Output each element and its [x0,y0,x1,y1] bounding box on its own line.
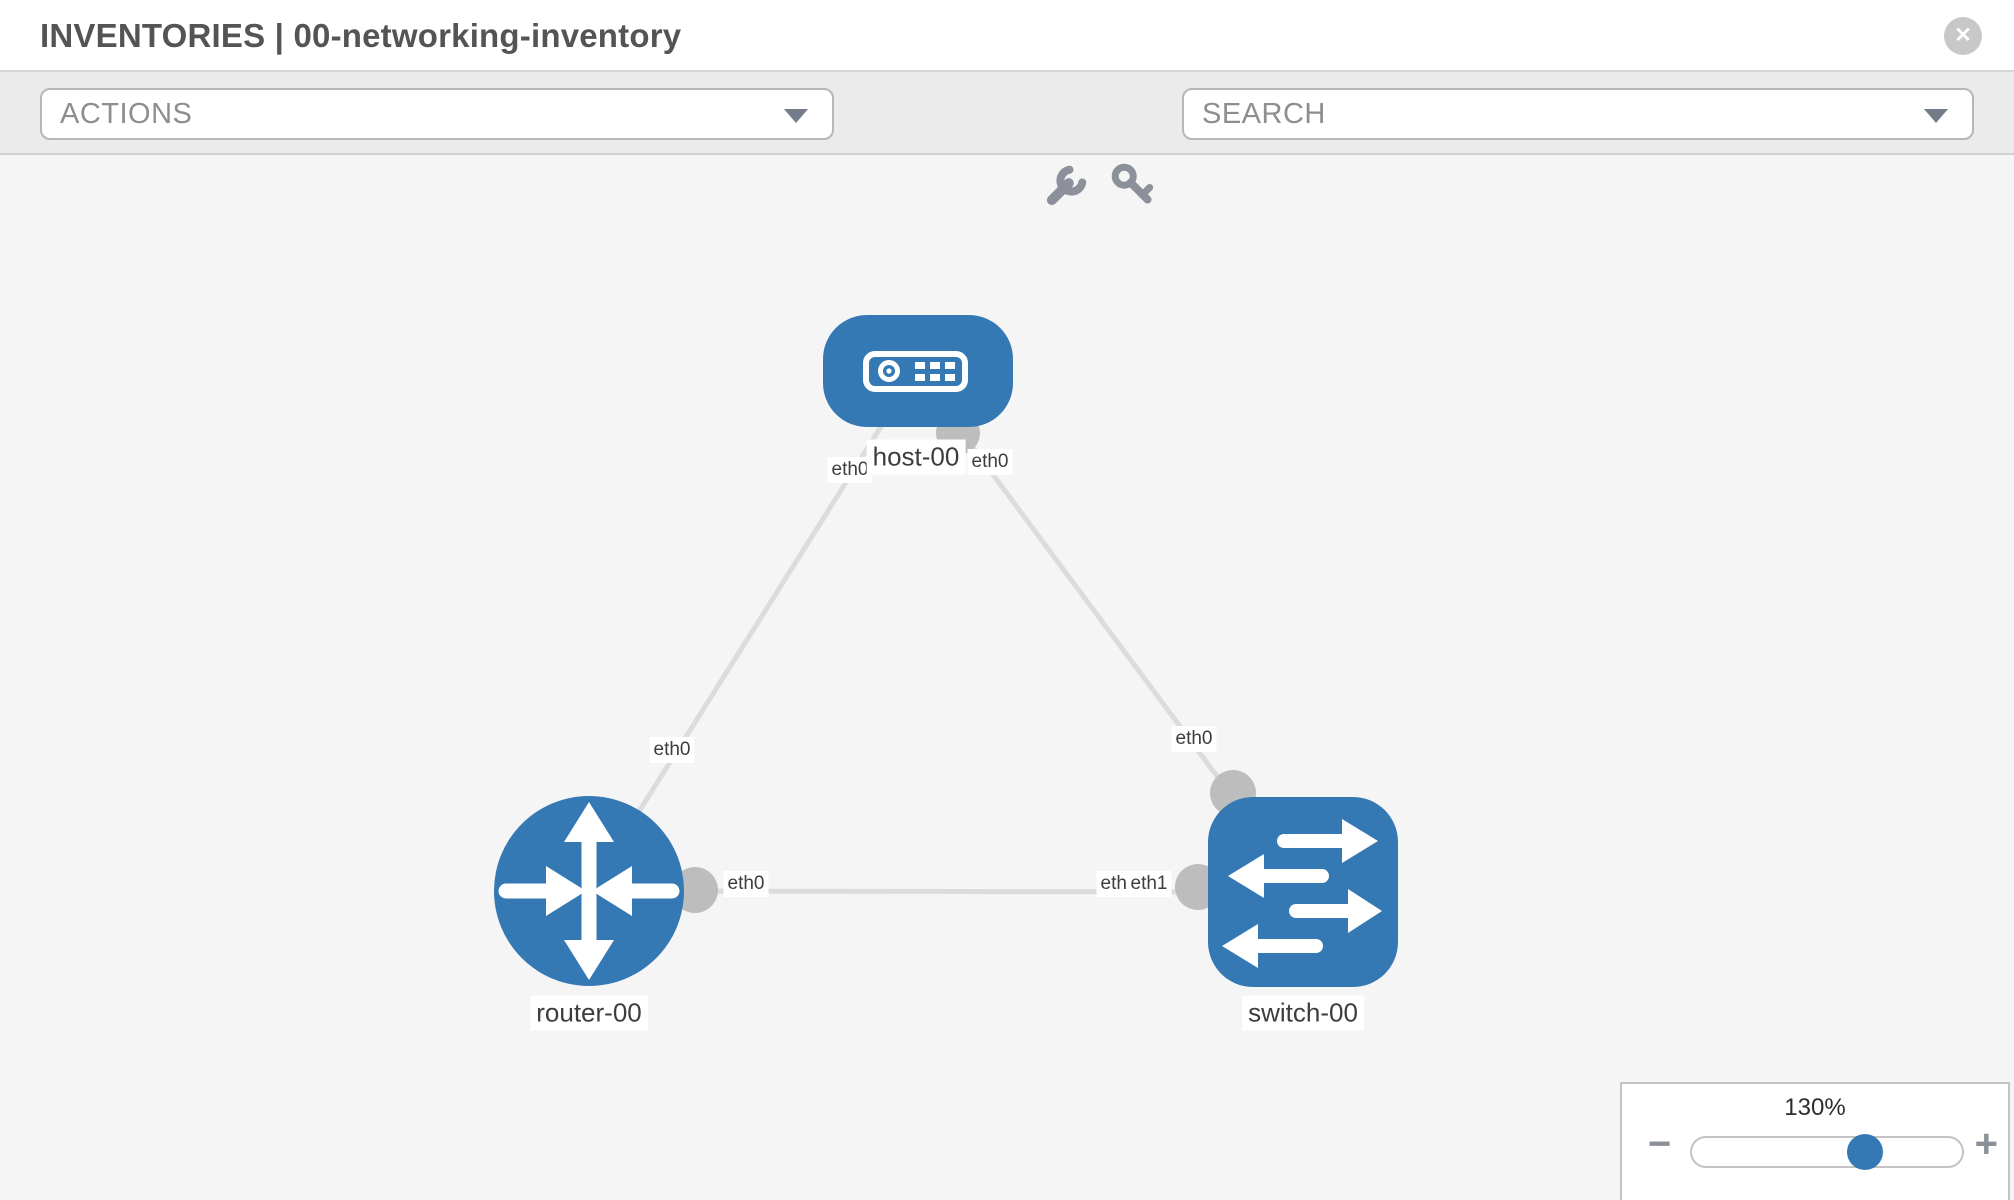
port-router-right [672,867,718,913]
port-connectors [672,411,1256,913]
node-switch[interactable] [1208,797,1398,987]
zoom-slider-track[interactable] [1690,1134,1964,1170]
router-arrows-icon [498,802,680,980]
search-dropdown[interactable]: SEARCH [1182,88,1974,140]
actions-dropdown[interactable]: ACTIONS [40,88,834,140]
chevron-down-icon [1924,109,1948,123]
toolbar: ACTIONS SEARCH [0,72,2014,206]
node-host[interactable] [823,315,1013,427]
switch-arrows-icon [1222,819,1382,968]
wrench-icon[interactable] [1040,160,1092,212]
zoom-panel: 130% − + [1620,1082,2010,1200]
zoom-level-value: 130% [1784,1094,1846,1121]
topology-canvas[interactable] [0,157,2014,1200]
close-icon[interactable]: ✕ [1944,17,1982,55]
actions-dropdown-label: ACTIONS [60,97,193,130]
zoom-out-button[interactable]: − [1648,1122,1672,1166]
node-router[interactable] [494,796,684,986]
key-icon[interactable] [1108,160,1160,212]
zoom-slider-thumb[interactable] [1846,1134,1883,1170]
page-title: INVENTORIES | 00-networking-inventory [40,17,682,54]
host-server-icon [863,351,968,392]
header-bar: INVENTORIES | 00-networking-inventory ✕ [0,0,2014,72]
chevron-down-icon [784,109,808,123]
zoom-in-button[interactable]: + [1974,1122,1998,1166]
search-dropdown-label: SEARCH [1202,97,1326,130]
